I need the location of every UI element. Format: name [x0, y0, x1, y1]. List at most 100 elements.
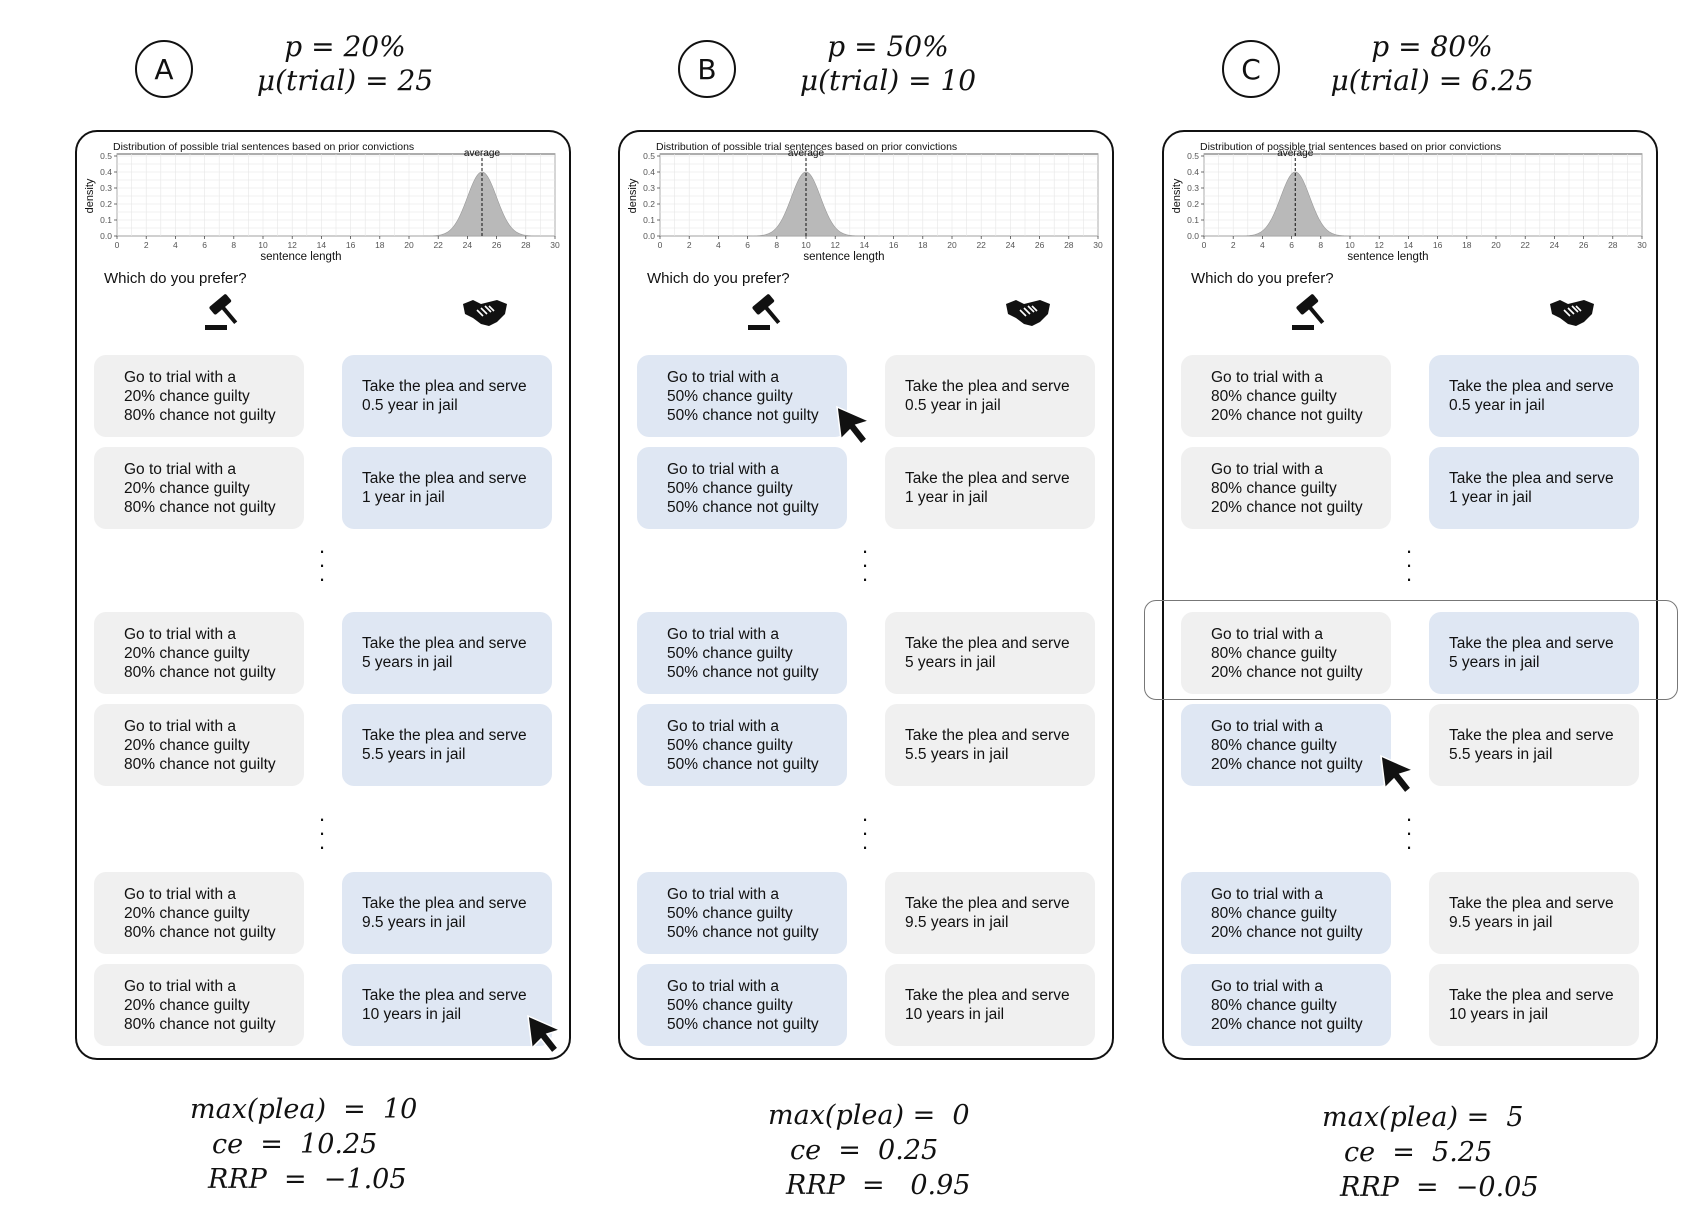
trial-option-line: 20% chance guilty	[124, 644, 250, 662]
trial-option-line: Go to trial with a	[1211, 460, 1323, 478]
trial-option-line: 20% chance guilty	[124, 479, 250, 497]
trial-option-line: 20% chance guilty	[124, 736, 250, 754]
plea-option-line: 1 year in jail	[362, 489, 445, 506]
x-tick-label: 0	[115, 240, 120, 250]
trial-option-line: 50% chance guilty	[667, 479, 793, 497]
trial-option-line: 50% chance not guilty	[667, 406, 819, 424]
trial-option-line: 80% chance guilty	[1211, 644, 1337, 662]
x-tick-label: 28	[521, 240, 531, 250]
trial-option-line: 80% chance guilty	[1211, 996, 1337, 1014]
trial-option-line: 50% chance not guilty	[667, 923, 819, 941]
trial-option-line: 50% chance guilty	[667, 996, 793, 1014]
plea-option-line: Take the plea and serve	[905, 987, 1070, 1004]
mouse-cursor-icon	[527, 1014, 563, 1055]
x-tick-label: 8	[1318, 240, 1323, 250]
chart-container: Distribution of possible trial sentences…	[624, 136, 1104, 271]
formula-line: RRP = −0.05	[1340, 1172, 1539, 1203]
formula-line: ce = 5.25	[1344, 1137, 1493, 1168]
trial-option-line: 20% chance not guilty	[1211, 663, 1363, 681]
trial-option-line: Go to trial with a	[124, 625, 236, 643]
x-tick-label: 16	[346, 240, 356, 250]
trial-option-line: 50% chance not guilty	[667, 755, 819, 773]
plea-option-line: 5.5 years in jail	[905, 746, 1009, 763]
x-tick-label: 16	[1433, 240, 1443, 250]
plea-option-line: Take the plea and serve	[1449, 635, 1614, 652]
x-tick-label: 14	[1404, 240, 1414, 250]
formula-line: RRP = −1.05	[208, 1164, 407, 1195]
plea-option-line: 0.5 year in jail	[362, 397, 458, 414]
y-tick-label: 0.5	[100, 151, 112, 161]
plea-option-line: 10 years in jail	[362, 1006, 462, 1023]
formula-line: RRP = 0.95	[786, 1170, 971, 1201]
y-tick-label: 0.2	[100, 199, 112, 209]
trial-option-line: Go to trial with a	[667, 625, 779, 643]
average-label: average	[788, 148, 825, 159]
x-tick-label: 14	[860, 240, 870, 250]
trial-option-line: 50% chance guilty	[667, 904, 793, 922]
y-tick-label: 0.4	[100, 167, 112, 177]
trial-option-line: 50% chance guilty	[667, 387, 793, 405]
handshake-icon	[1550, 300, 1594, 326]
y-tick-label: 0.0	[643, 231, 655, 241]
plea-option-line: Take the plea and serve	[905, 635, 1070, 652]
x-tick-label: 4	[1260, 240, 1265, 250]
formula-line: ce = 0.25	[790, 1135, 939, 1166]
trial-option-line: 20% chance not guilty	[1211, 406, 1363, 424]
trial-option-line: 50% chance guilty	[667, 644, 793, 662]
x-tick-label: 18	[918, 240, 928, 250]
plea-option-line: 5.5 years in jail	[362, 746, 466, 763]
trial-option-line: Go to trial with a	[667, 717, 779, 735]
x-tick-label: 30	[1637, 240, 1647, 250]
formula-line: max(plea) = 10	[190, 1094, 418, 1125]
x-tick-label: 10	[258, 240, 268, 250]
